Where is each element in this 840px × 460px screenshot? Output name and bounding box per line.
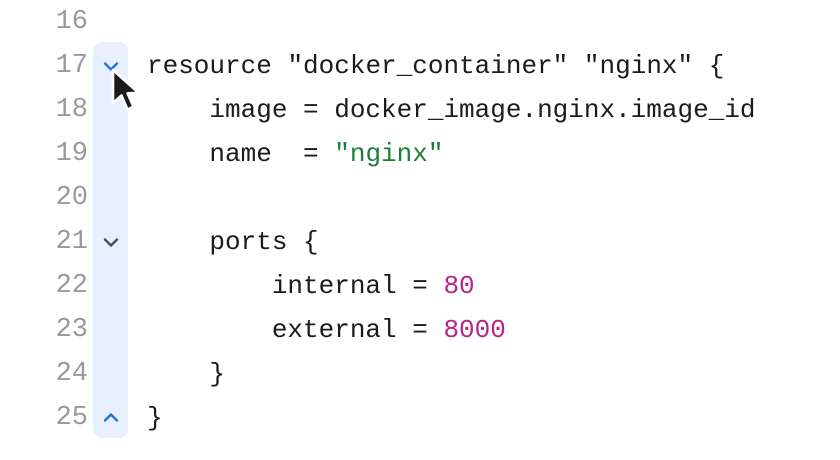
code-token-plain: { — [693, 51, 725, 81]
code-token-plain: name = — [147, 139, 335, 169]
fold-gutter-empty — [93, 0, 128, 44]
fold-gutter-empty — [93, 88, 128, 132]
code-token-plain — [568, 51, 584, 81]
fold-gutter-empty — [93, 132, 128, 176]
fold-gutter-empty — [93, 176, 128, 220]
code-token-plain: ports { — [147, 227, 319, 257]
line-number: 25 — [55, 403, 88, 433]
code-line[interactable]: 16 — [0, 0, 840, 44]
code-line[interactable]: 17 resource "docker_container" "nginx" { — [0, 44, 840, 88]
code-line-text[interactable]: ports { — [147, 220, 319, 264]
line-number: 21 — [55, 227, 88, 257]
code-token-plain: } — [147, 403, 163, 433]
code-token-plain: internal = — [147, 271, 444, 301]
code-line[interactable]: 19 name = "nginx" — [0, 132, 840, 176]
line-number: 23 — [55, 315, 88, 345]
code-line[interactable]: 18 image = docker_image.nginx.image_id — [0, 88, 840, 132]
fold-gutter-empty — [93, 264, 128, 308]
code-token-plain: } — [147, 359, 226, 389]
chevron-down-icon[interactable] — [93, 220, 128, 264]
line-number: 20 — [55, 183, 88, 213]
fold-gutter-empty — [93, 352, 128, 396]
code-token-plain: "docker_container" — [287, 51, 569, 81]
code-line[interactable]: 24 } — [0, 352, 840, 396]
code-token-num: 80 — [443, 271, 475, 301]
line-number: 19 — [55, 139, 88, 169]
code-token-num: 8000 — [443, 315, 506, 345]
code-line[interactable]: 22 internal = 80 — [0, 264, 840, 308]
code-token-plain: "nginx" — [583, 51, 694, 81]
code-line-text[interactable]: name = "nginx" — [147, 132, 443, 176]
code-line-text[interactable]: image = docker_image.nginx.image_id — [147, 88, 756, 132]
code-line-text[interactable]: resource "docker_container" "nginx" { — [147, 44, 724, 88]
code-line-text[interactable]: } — [147, 396, 163, 440]
code-token-plain: external = — [147, 315, 444, 345]
chevron-up-icon[interactable] — [93, 396, 128, 440]
code-token-plain: resource — [147, 51, 288, 81]
code-token-plain: image = docker_image.nginx.image_id — [147, 95, 756, 125]
line-number: 18 — [55, 95, 88, 125]
line-number: 17 — [55, 51, 88, 81]
code-lines: 16 17 resource "docker_container" "nginx" … — [0, 0, 840, 440]
line-number: 16 — [55, 7, 88, 37]
line-number: 22 — [55, 271, 88, 301]
code-line[interactable]: 20 — [0, 176, 840, 220]
code-line-text[interactable]: } — [147, 352, 225, 396]
code-line[interactable]: 23 external = 8000 — [0, 308, 840, 352]
code-line[interactable]: 25} — [0, 396, 840, 440]
code-line-text[interactable]: internal = 80 — [147, 264, 475, 308]
fold-gutter-empty — [93, 308, 128, 352]
code-token-str: "nginx" — [334, 139, 444, 169]
code-line[interactable]: 21 ports { — [0, 220, 840, 264]
chevron-down-icon[interactable] — [93, 44, 128, 88]
code-line-text[interactable]: external = 8000 — [147, 308, 506, 352]
line-number: 24 — [55, 359, 88, 389]
